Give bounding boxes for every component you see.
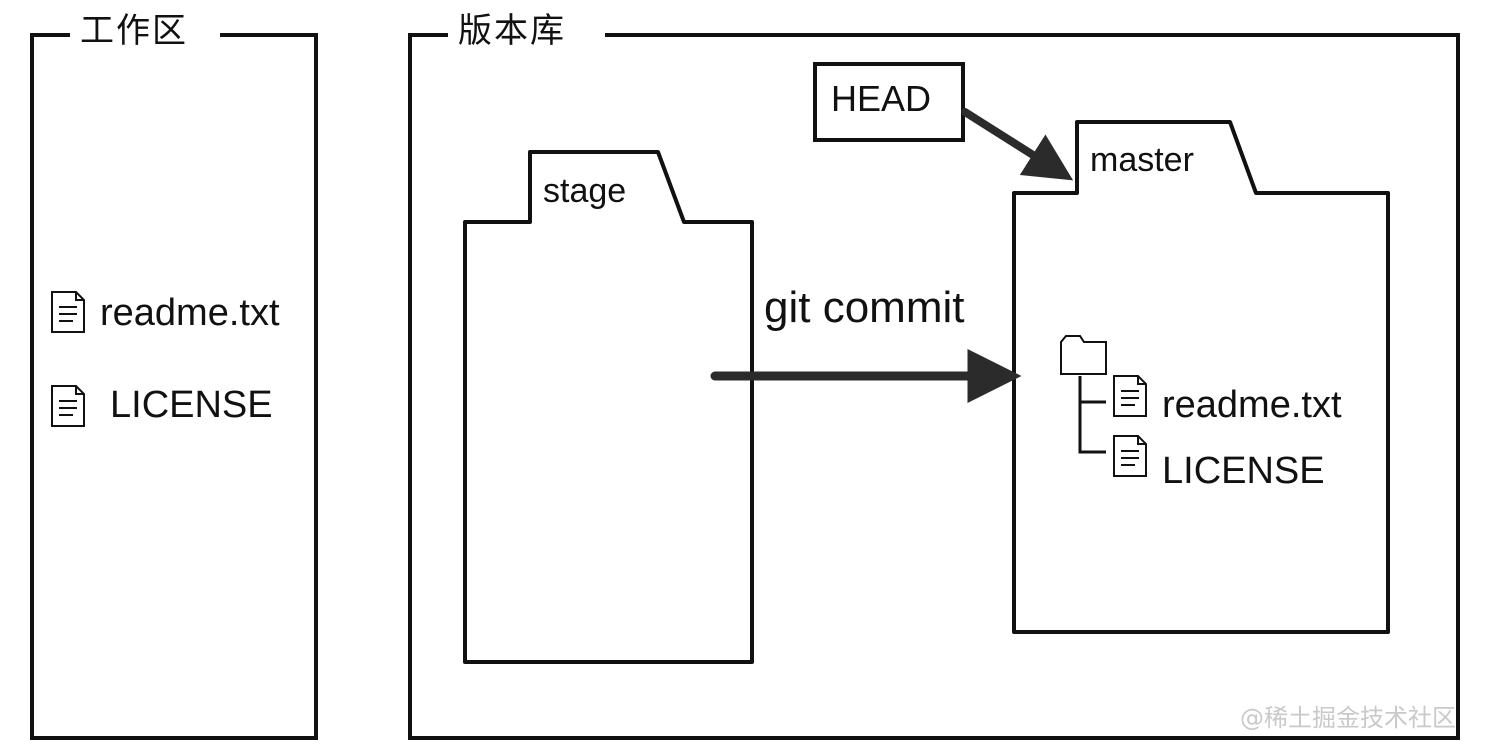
folder-icon — [1060, 335, 1107, 375]
stage-folder — [463, 150, 754, 664]
master-folder — [1012, 120, 1390, 634]
workspace-license-document-icon — [51, 385, 85, 427]
git-commit-label: git commit — [764, 283, 965, 332]
repository-title: 版本库 — [452, 14, 572, 48]
workspace-readme-document-icon — [51, 291, 85, 333]
head-to-master-arrow — [961, 108, 1074, 181]
workspace-license-label: LICENSE — [110, 384, 273, 426]
master-license-document-icon — [1113, 435, 1147, 477]
master-readme-label: readme.txt — [1162, 384, 1342, 426]
master-label: master — [1090, 141, 1194, 179]
workspace-readme-label: readme.txt — [100, 292, 280, 334]
tree-connector — [1078, 376, 1106, 454]
master-license-label: LICENSE — [1162, 450, 1325, 492]
workspace-frame — [30, 33, 318, 740]
head-label: HEAD — [831, 78, 932, 119]
head-box — [813, 62, 965, 142]
stage-label: stage — [543, 172, 627, 210]
master-readme-document-icon — [1113, 375, 1147, 417]
repository-frame — [408, 33, 1460, 740]
workspace-title: 工作区 — [74, 14, 194, 48]
watermark-text: @稀土掘金技术社区 — [1240, 704, 1456, 732]
